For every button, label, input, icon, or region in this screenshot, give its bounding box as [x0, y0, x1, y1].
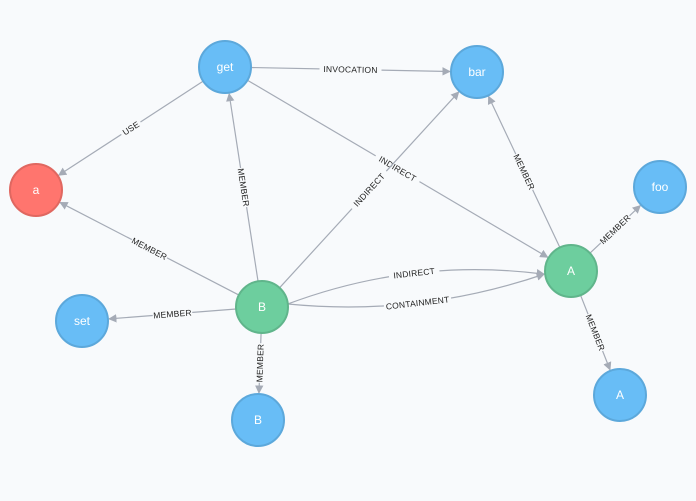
edge-label: MEMBER	[254, 344, 265, 383]
edge-label-background	[129, 234, 170, 264]
edge-label-background	[347, 167, 391, 213]
node-bar[interactable]: bar	[450, 45, 504, 99]
edge-member-b1-to-get[interactable]: MEMBER	[226, 92, 259, 282]
node-label: A	[616, 388, 624, 402]
node-circle[interactable]	[633, 160, 687, 214]
node-circle[interactable]	[55, 294, 109, 348]
edge-label-group: INDIRECT	[347, 167, 391, 213]
node-label: get	[217, 60, 234, 74]
node-get[interactable]: get	[198, 40, 252, 94]
edge-member-a1-to-foo[interactable]: MEMBER	[589, 204, 641, 254]
edge-label: MEMBER	[598, 212, 633, 246]
node-foo[interactable]: foo	[633, 160, 687, 214]
edge-label-group: MEMBER	[510, 151, 539, 193]
edge-label-background	[388, 264, 441, 283]
edge-label: MEMBER	[153, 307, 192, 320]
edge-member-b1-to-b2[interactable]: MEMBER	[253, 332, 267, 394]
node-circle[interactable]	[198, 40, 252, 94]
edge-member-b1-to-a[interactable]: MEMBER	[59, 201, 240, 296]
node-circle[interactable]	[9, 163, 63, 217]
edge-label-background	[372, 150, 423, 187]
edge-label-background	[383, 293, 452, 313]
node-b1[interactable]: B	[235, 280, 289, 334]
edge-label-group: MEMBER	[152, 306, 193, 322]
node-circle[interactable]	[450, 45, 504, 99]
edge-use-get-to-a[interactable]: USE	[57, 80, 204, 176]
edge-label-background	[152, 306, 193, 322]
edge-indirect-b1-to-a1[interactable]: INDIRECT	[287, 264, 546, 305]
edge-invocation-get-to-bar[interactable]: INVOCATION	[250, 62, 451, 77]
node-set[interactable]: set	[55, 294, 109, 348]
edge-label-background	[118, 116, 144, 140]
edge-member-a1-to-a2[interactable]: MEMBER	[579, 294, 612, 371]
edge-label-group: USE	[118, 116, 144, 140]
edges-layer: INVOCATION USE INDIRECT MEMBER INDIRECT MEMBE…	[57, 62, 641, 394]
node-label: foo	[652, 180, 669, 194]
edge-label-group: MEMBER	[234, 167, 253, 208]
node-label: A	[567, 264, 575, 278]
node-label: set	[74, 314, 91, 328]
edge-member-a1-to-bar[interactable]: MEMBER	[487, 95, 561, 248]
edge-label-group: CONTAINMENT	[383, 293, 452, 313]
node-circle[interactable]	[593, 368, 647, 422]
edge-label-group: MEMBER	[253, 343, 267, 384]
edge-label: INVOCATION	[323, 64, 377, 75]
node-label: B	[258, 300, 266, 314]
edge-label-background	[582, 311, 609, 354]
edge-label: CONTAINMENT	[385, 294, 450, 311]
edge-indirect-b1-to-bar[interactable]: INDIRECT	[279, 91, 460, 289]
edge-containment-b1-to-a1[interactable]: CONTAINMENT	[287, 272, 545, 313]
node-label: a	[33, 183, 40, 197]
edge-label-background	[253, 343, 267, 384]
node-circle[interactable]	[235, 280, 289, 334]
node-a[interactable]: a	[9, 163, 63, 217]
edge-label-group: INVOCATION	[319, 62, 382, 77]
node-a2[interactable]: A	[593, 368, 647, 422]
edge-label-group: MEMBER	[582, 311, 609, 354]
node-label: B	[254, 413, 262, 427]
edge-label-background	[319, 62, 382, 77]
node-circle[interactable]	[231, 393, 285, 447]
node-label: bar	[468, 65, 485, 79]
edge-label-group: MEMBER	[596, 211, 634, 248]
edge-label-background	[510, 151, 539, 193]
edge-label-group: MEMBER	[129, 234, 170, 264]
node-b2[interactable]: B	[231, 393, 285, 447]
edge-label-background	[234, 167, 253, 208]
edge-indirect-get-to-a1[interactable]: INDIRECT	[247, 79, 549, 258]
node-circle[interactable]	[544, 244, 598, 298]
edge-member-b1-to-set[interactable]: MEMBER	[108, 306, 237, 323]
edge-label-group: INDIRECT	[388, 264, 441, 283]
edge-label: INDIRECT	[351, 171, 387, 209]
edge-label-background	[596, 211, 634, 248]
edge-label: INDIRECT	[393, 266, 436, 281]
node-a1[interactable]: A	[544, 244, 598, 298]
edge-label: MEMBER	[130, 235, 169, 262]
